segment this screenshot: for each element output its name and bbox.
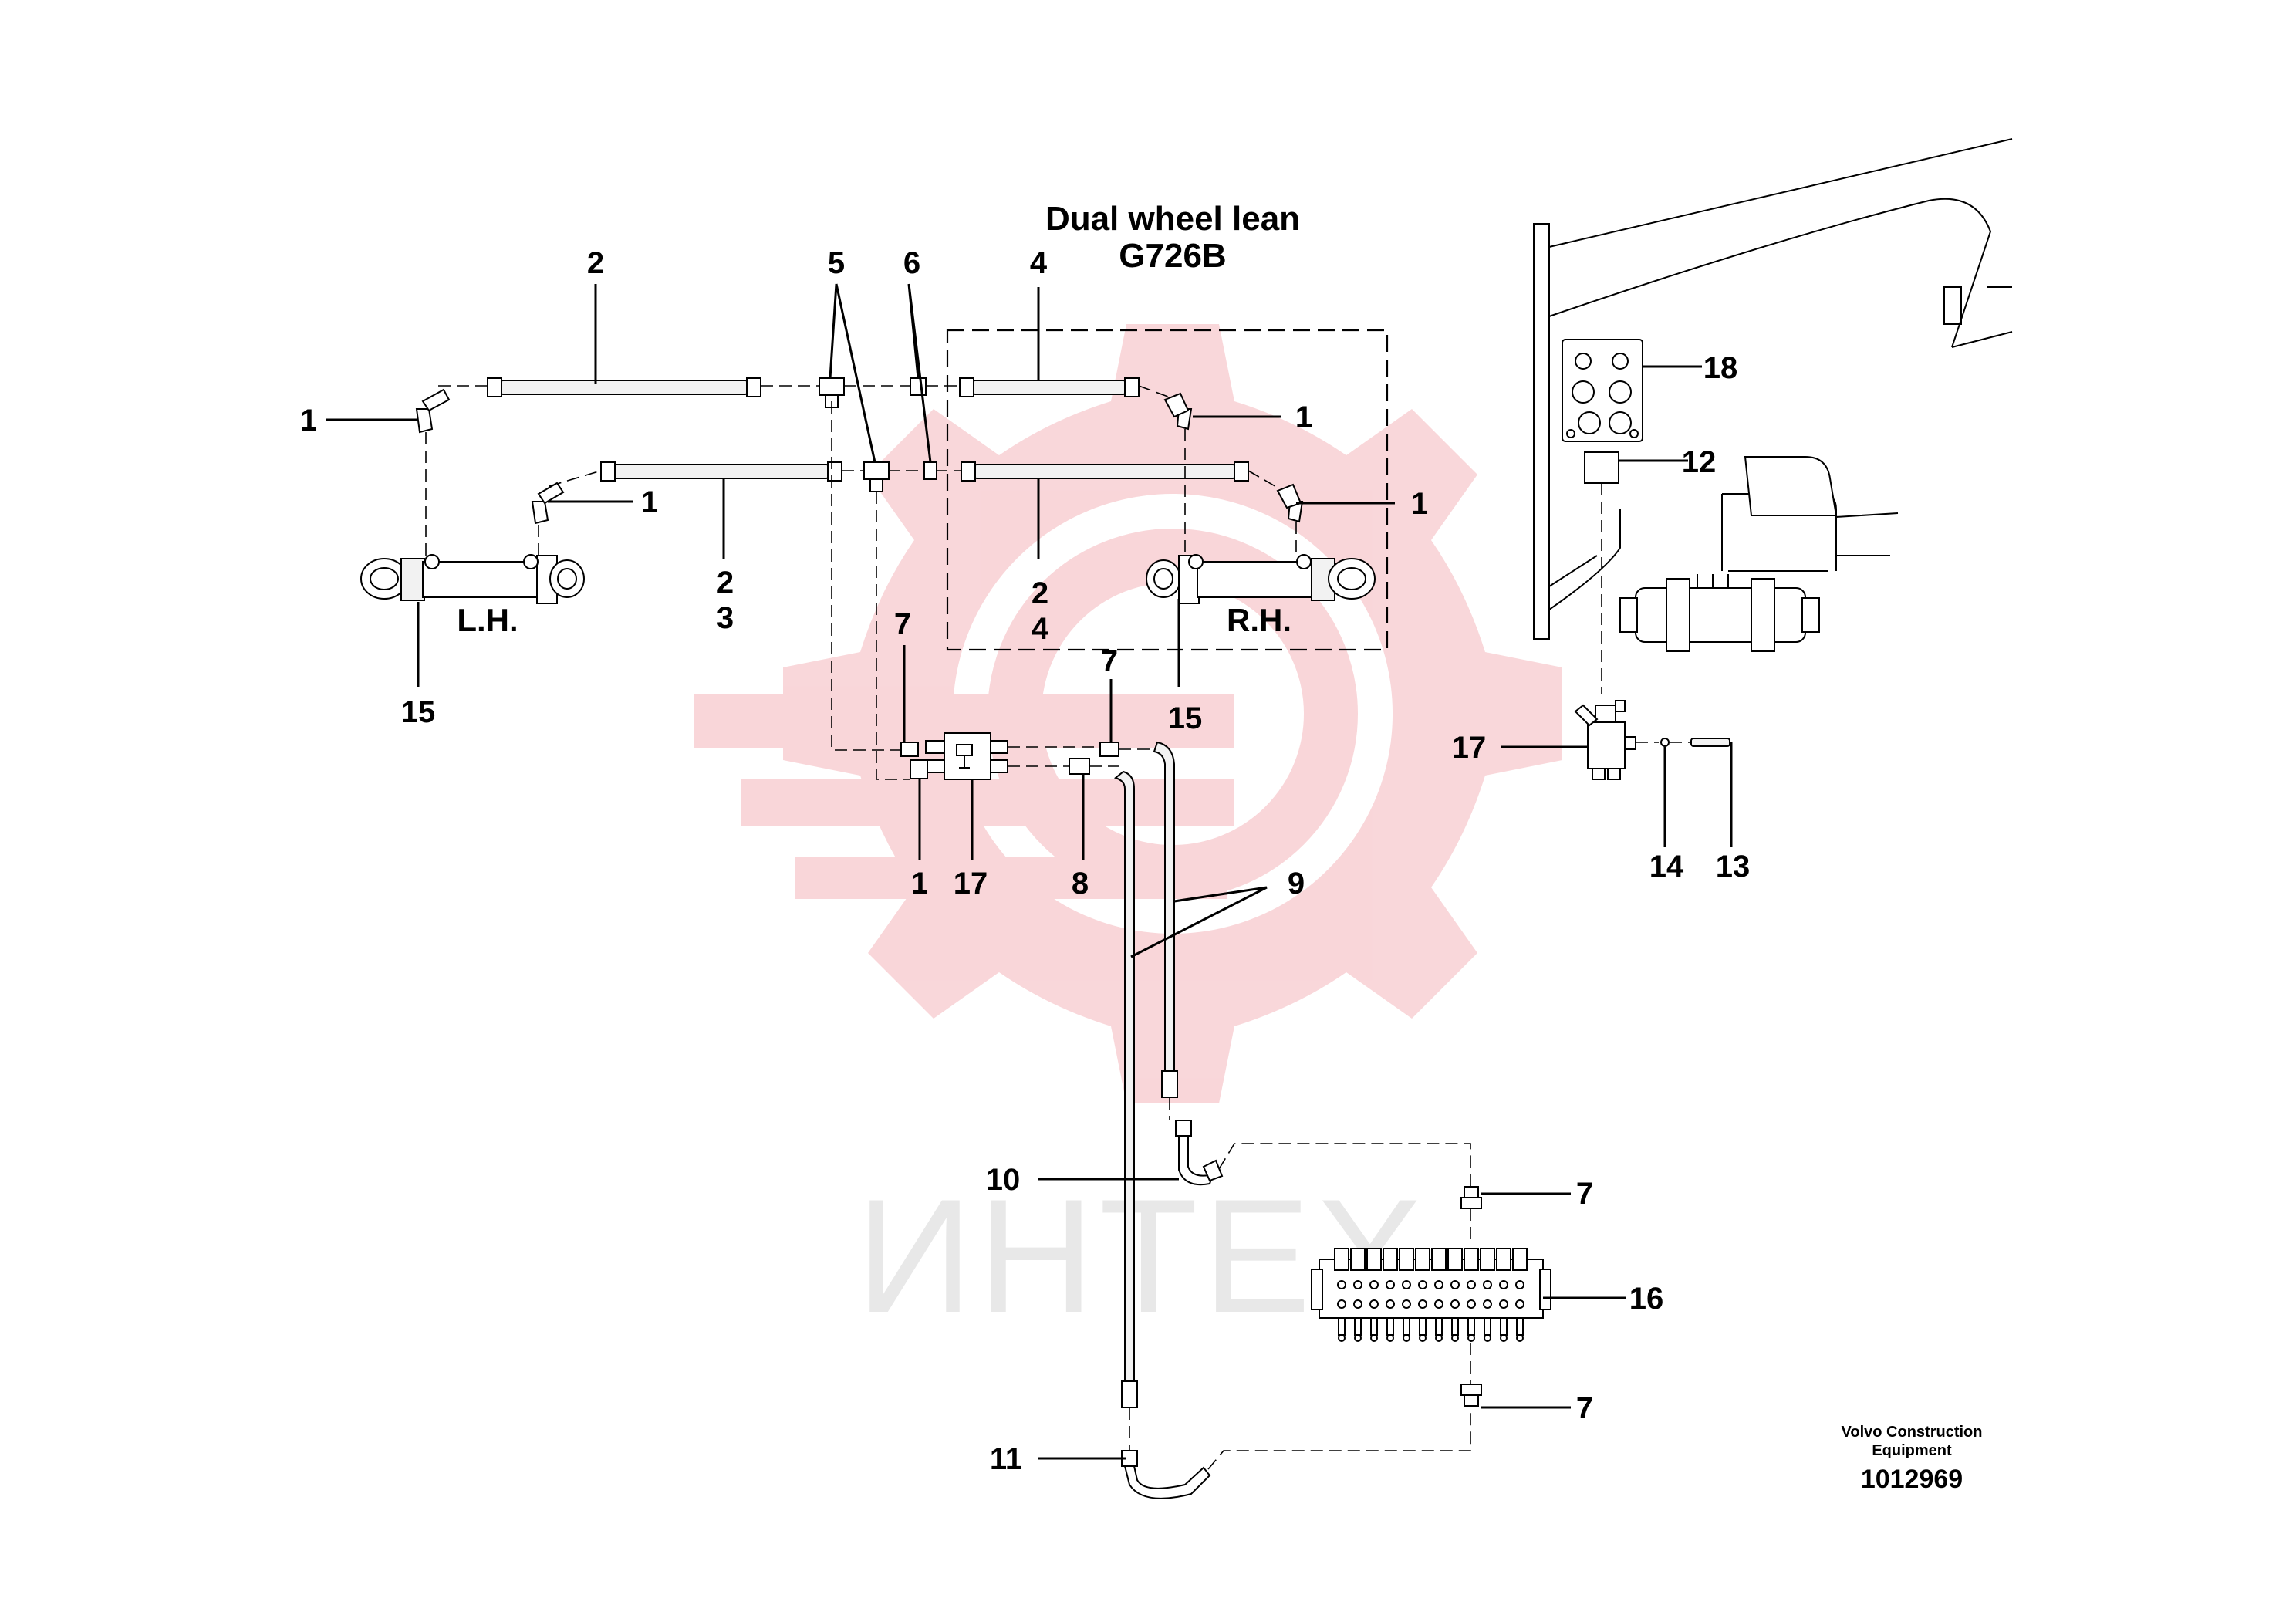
valve-section [1366, 1248, 1382, 1342]
valve-17-middle [925, 732, 1008, 780]
fitting-7-right [1099, 742, 1119, 757]
callout-4-right: 4 [1032, 612, 1049, 646]
pipe-10 [1175, 1120, 1224, 1186]
machine-frame [1533, 138, 2013, 652]
company-name-line2: Equipment [1872, 1442, 1952, 1459]
diagram-title-line1: Dual wheel lean [1045, 200, 1300, 238]
valve-section [1464, 1248, 1479, 1342]
callout-12: 12 [1682, 445, 1717, 479]
adapter-6-lower [923, 461, 937, 480]
elbow-fitting-1-mid [531, 482, 565, 525]
bracket-12 [1584, 451, 1619, 484]
callout-4-top: 4 [1030, 246, 1048, 280]
callout-15-right: 15 [1168, 701, 1203, 735]
elbow-fitting-1-left [415, 388, 451, 434]
label-rh: R.H. [1227, 602, 1292, 638]
hose-2-top [487, 377, 761, 397]
watermark-bar-3 [795, 857, 1227, 899]
callout-1-left: 1 [300, 404, 317, 438]
company-name-line1: Volvo Construction [1842, 1424, 1983, 1441]
fitting-7-lower [1460, 1384, 1482, 1407]
callout-9: 9 [1288, 867, 1305, 901]
callout-7-a: 7 [894, 607, 911, 641]
valve-section [1480, 1248, 1495, 1342]
dash-cyl-lh [425, 432, 539, 556]
callout-7-d: 7 [1576, 1391, 1593, 1425]
plug-13 [1690, 738, 1730, 747]
callout-16: 16 [1629, 1282, 1664, 1316]
dash-valve-out [1008, 746, 1157, 767]
callout-7-c: 7 [1576, 1177, 1593, 1211]
callout-1-mid: 1 [641, 485, 658, 519]
leader-lines [326, 283, 1733, 1460]
callout-2-top: 2 [587, 246, 604, 280]
hose-2-4-mid [961, 461, 1249, 482]
dash-valve-feed [831, 401, 910, 780]
callout-1-bottom: 1 [911, 867, 928, 901]
fitting-7-left [900, 742, 919, 757]
watermark-bar-2 [741, 779, 1234, 826]
dash-pipe-10 [1169, 1097, 1471, 1187]
valve-section [1431, 1248, 1447, 1342]
label-lh: L.H. [457, 602, 518, 638]
valve-block-18 [1562, 339, 1643, 442]
valve-section [1399, 1248, 1414, 1342]
callout-2-right: 2 [1032, 576, 1048, 610]
callout-17-mid: 17 [954, 867, 988, 901]
drawing-number: 1012969 [1861, 1465, 1963, 1494]
valve-section [1383, 1248, 1398, 1342]
callout-5: 5 [828, 246, 845, 280]
callout-6: 6 [903, 246, 920, 280]
callout-11: 11 [990, 1442, 1022, 1476]
callout-15-left: 15 [401, 695, 436, 729]
valve-section [1350, 1248, 1366, 1342]
valve-section [1447, 1248, 1463, 1342]
callout-14: 14 [1649, 850, 1684, 884]
watermark-gear [783, 324, 1562, 1103]
callout-8: 8 [1072, 867, 1089, 901]
callout-18: 18 [1703, 351, 1738, 385]
dash-cyl-rh [1184, 429, 1297, 556]
dash-top-line [438, 385, 1181, 402]
cylinder-rh [1146, 554, 1376, 604]
dash-pipe-11 [1129, 1406, 1471, 1470]
hose-4-top [959, 377, 1140, 397]
valve-section [1415, 1248, 1430, 1342]
diagram-title-line2: G726B [1119, 237, 1226, 275]
adapter-8 [1069, 758, 1090, 775]
callout-3: 3 [717, 601, 734, 635]
hose-9-long [1113, 770, 1138, 1408]
adapter-6-upper [910, 377, 927, 396]
callout-10: 10 [986, 1163, 1021, 1197]
callout-labels: 2 5 6 4 1 1 1 1 2 3 2 4 15 15 7 7 1 17 8… [300, 246, 1750, 1476]
callout-1-right-top: 1 [1295, 400, 1312, 434]
seal-14 [1660, 738, 1670, 747]
dash-mid-line [549, 470, 1289, 495]
fitting-7-upper [1460, 1186, 1482, 1209]
watermark-logo: ИНТЕХ [694, 324, 1562, 1347]
valve-section [1512, 1248, 1528, 1342]
pipe-11 [1121, 1450, 1211, 1499]
fitting-1-bottom [910, 759, 928, 779]
valve-17-right [1574, 700, 1636, 780]
callout-2-mid: 2 [717, 566, 734, 600]
valve-section [1334, 1248, 1349, 1342]
rh-boundary-box [946, 329, 1389, 651]
callout-13: 13 [1716, 850, 1751, 884]
callout-7-b: 7 [1101, 644, 1118, 678]
hose-3-mid [600, 461, 842, 482]
cylinder-lh [360, 554, 585, 604]
control-valve-16 [1311, 1248, 1551, 1342]
callout-1-right-bot: 1 [1411, 487, 1428, 521]
valve-section [1496, 1248, 1511, 1342]
elbow-fitting-1-right-top [1163, 392, 1193, 431]
callout-17-right: 17 [1452, 731, 1487, 765]
